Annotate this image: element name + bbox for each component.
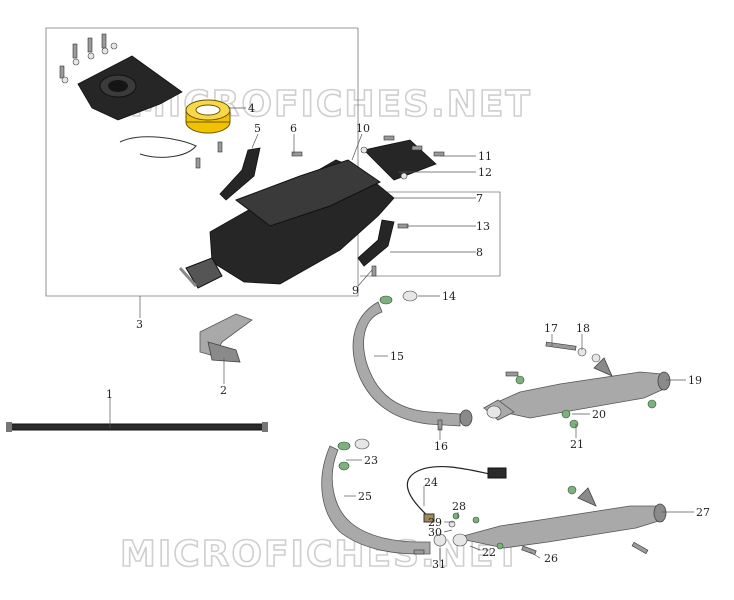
callout-11: 11 (478, 150, 492, 163)
callout-26: 26 (544, 552, 558, 565)
exhaust-header-upper (352, 290, 473, 427)
muffler-lower (452, 487, 667, 549)
clamp-wire (119, 136, 197, 158)
callout-5: 5 (254, 122, 261, 135)
callout-labels: 1 2 3 4 5 6 7 8 9 10 11 12 13 14 15 16 1… (106, 102, 710, 571)
callout-30: 30 (428, 526, 442, 539)
callout-7: 7 (476, 192, 483, 205)
callout-15: 15 (390, 350, 404, 363)
upper-exhaust-bolts (437, 341, 657, 431)
callout-19: 19 (688, 374, 702, 387)
bracket-right (357, 219, 395, 267)
lower-exhaust-bolts (413, 485, 649, 556)
callout-27: 27 (696, 506, 710, 519)
callout-12: 12 (478, 166, 492, 179)
strap-rod (6, 422, 268, 432)
callout-8: 8 (476, 246, 483, 259)
callout-2: 2 (220, 384, 227, 397)
callout-10: 10 (356, 122, 370, 135)
callout-24: 24 (424, 476, 438, 489)
callout-25: 25 (358, 490, 372, 503)
callout-9: 9 (352, 284, 359, 297)
callout-28: 28 (452, 500, 466, 513)
intake-boot (199, 313, 253, 363)
callout-14: 14 (442, 290, 456, 303)
callout-29: 29 (428, 516, 442, 529)
leader-lines (109, 107, 694, 560)
callout-17: 17 (544, 322, 558, 335)
air-filter-element (185, 99, 231, 134)
callout-1: 1 (106, 388, 113, 401)
callout-6: 6 (290, 122, 297, 135)
callout-31: 31 (432, 558, 446, 571)
oxygen-sensor-cable (406, 465, 507, 523)
callout-13: 13 (476, 220, 490, 233)
callout-18: 18 (576, 322, 590, 335)
bracket-left (219, 147, 261, 201)
exhaust-header-lower (321, 438, 431, 555)
airbox-cover (77, 55, 183, 121)
callout-23: 23 (364, 454, 378, 467)
callout-22: 22 (482, 546, 496, 559)
airbox-body (178, 159, 395, 289)
airbox-bolts (195, 135, 445, 277)
callout-3: 3 (136, 318, 143, 331)
callout-16: 16 (434, 440, 448, 453)
callout-4: 4 (248, 102, 255, 115)
callout-20: 20 (592, 408, 606, 421)
muffler-upper (482, 357, 671, 421)
side-plate (363, 139, 437, 181)
callout-21: 21 (570, 438, 584, 451)
cover-bolts (59, 33, 118, 84)
